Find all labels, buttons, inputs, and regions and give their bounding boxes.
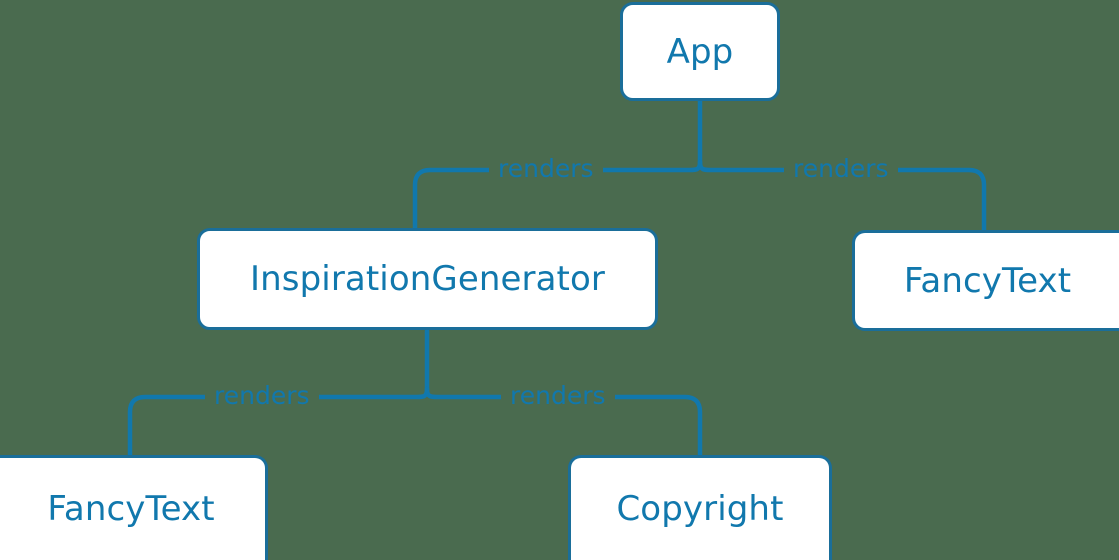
node-fancytext-bottom-label: FancyText (47, 489, 215, 529)
edge-insp-to-copyright (424, 386, 703, 458)
edge-label-app-inspirationgenerator: renders (489, 156, 603, 181)
node-copyright[interactable]: Copyright (568, 455, 832, 560)
node-copyright-label: Copyright (616, 489, 784, 529)
edge-insp-to-fancybot (127, 386, 430, 458)
node-app[interactable]: App (620, 2, 780, 101)
node-inspirationgenerator[interactable]: InspirationGenerator (197, 228, 658, 330)
edge-label-app-fancytext: renders (784, 156, 898, 181)
edge-app-to-insp (412, 159, 703, 231)
edge-app-to-fancyright (697, 159, 987, 233)
node-app-label: App (666, 31, 734, 72)
edge-label-inspirationgenerator-fancytext: renders (205, 383, 319, 408)
edge-label-inspirationgenerator-copyright: renders (501, 383, 615, 408)
node-fancytext-bottom[interactable]: FancyText (0, 455, 268, 560)
node-fancytext-right-label: FancyText (903, 260, 1072, 301)
node-inspirationgenerator-label: InspirationGenerator (250, 259, 605, 299)
node-fancytext-right[interactable]: FancyText (852, 230, 1119, 331)
